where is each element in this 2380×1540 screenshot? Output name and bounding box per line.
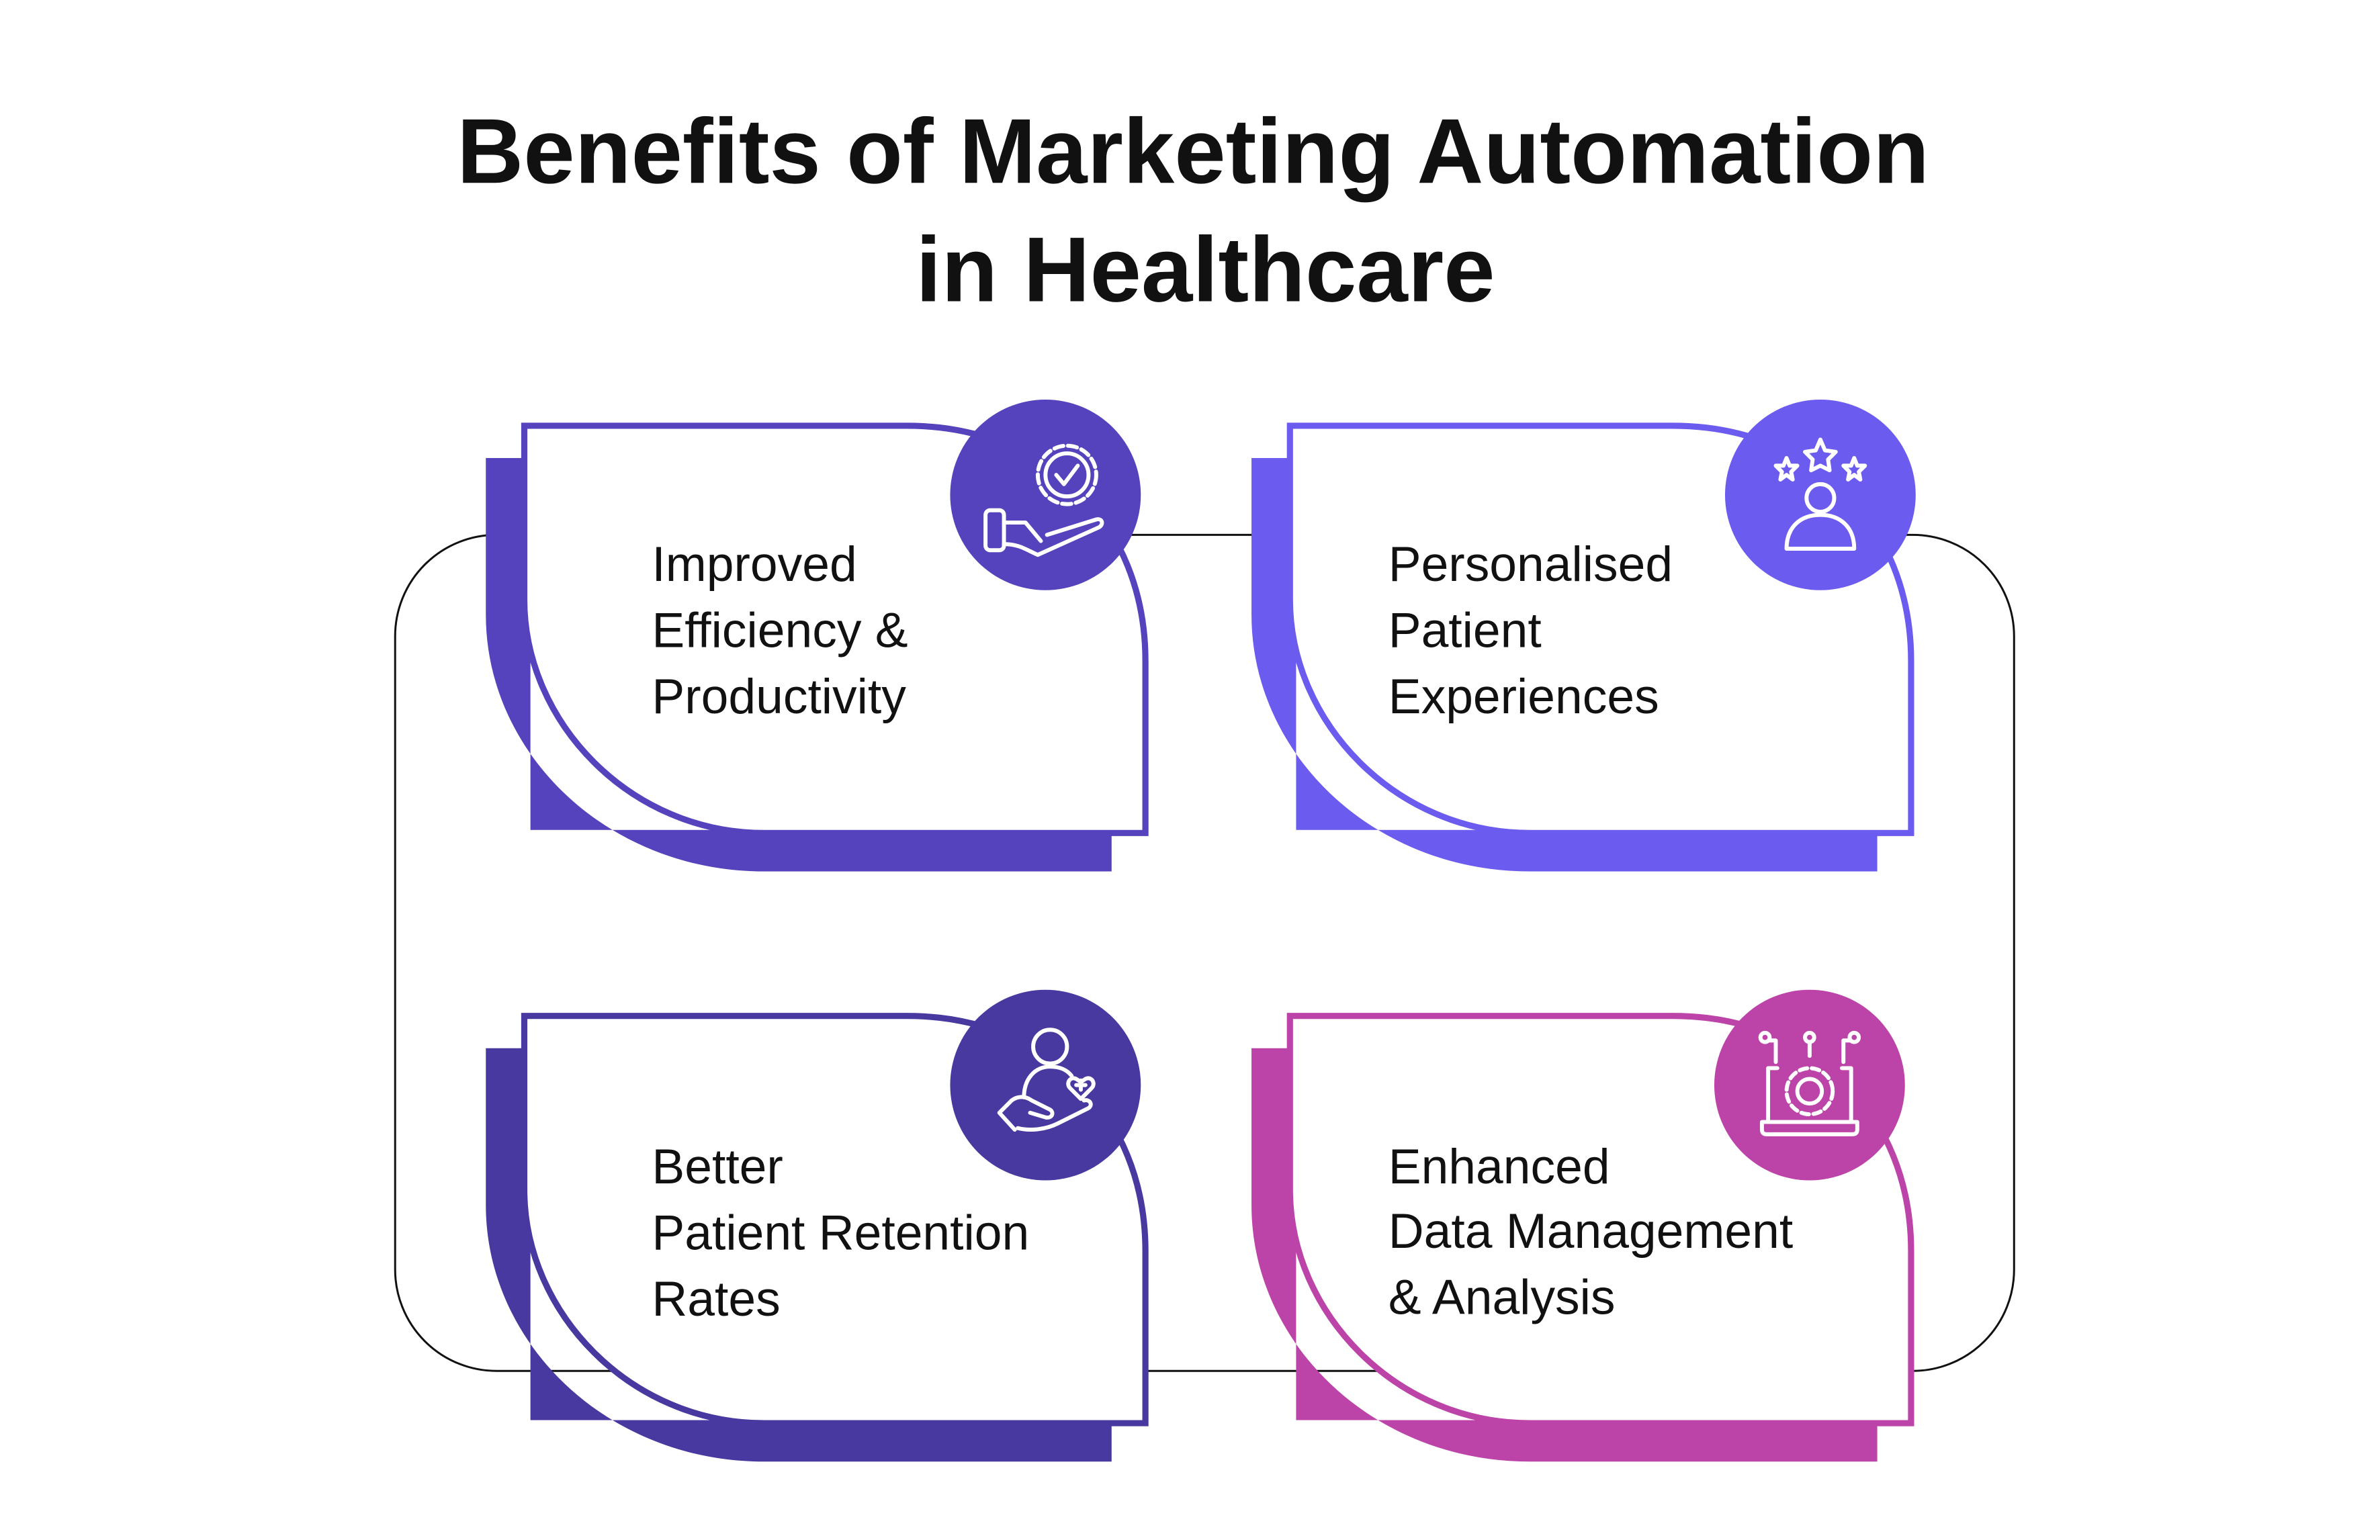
card-3-line-2: Patient Retention xyxy=(652,1205,1029,1260)
card-4-line-2: Data Management xyxy=(1389,1204,1793,1259)
card-3: Better Patient Retention Rates xyxy=(486,989,1149,1462)
card-1-line-2: Efficiency & xyxy=(652,602,908,658)
icon-badge xyxy=(1724,399,1916,590)
hand-gear-check-icon xyxy=(983,443,1104,557)
hand-person-heart-icon xyxy=(997,1028,1096,1132)
connector-loop xyxy=(394,533,2015,1372)
card-2-line-3: Experiences xyxy=(1389,669,1659,724)
card-1: Improved Efficiency & Productivity xyxy=(486,399,1149,872)
card-1-line-3: Productivity xyxy=(652,669,906,724)
card-2-line-2: Patient xyxy=(1389,602,1542,658)
card-2: Personalised Patient Experiences xyxy=(1251,399,1916,872)
laptop-gear-icon xyxy=(1758,1030,1861,1136)
person-stars-icon xyxy=(1773,437,1867,551)
card-3-line-1: Better xyxy=(652,1139,783,1194)
card-4-line-3: & Analysis xyxy=(1389,1270,1616,1325)
card-2-line-1: Personalised xyxy=(1389,537,1673,592)
icon-badge xyxy=(1714,989,1905,1181)
card-1-line-1: Improved xyxy=(652,537,856,592)
title-line-2: in Healthcare xyxy=(916,219,1495,322)
card-4-line-1: Enhanced xyxy=(1389,1139,1610,1194)
title-line-1: Benefits of Marketing Automation xyxy=(457,100,1929,203)
icon-badge xyxy=(950,989,1141,1181)
card-3-line-3: Rates xyxy=(652,1271,780,1326)
card-4: Enhanced Data Management & Analysis xyxy=(1251,989,1914,1462)
